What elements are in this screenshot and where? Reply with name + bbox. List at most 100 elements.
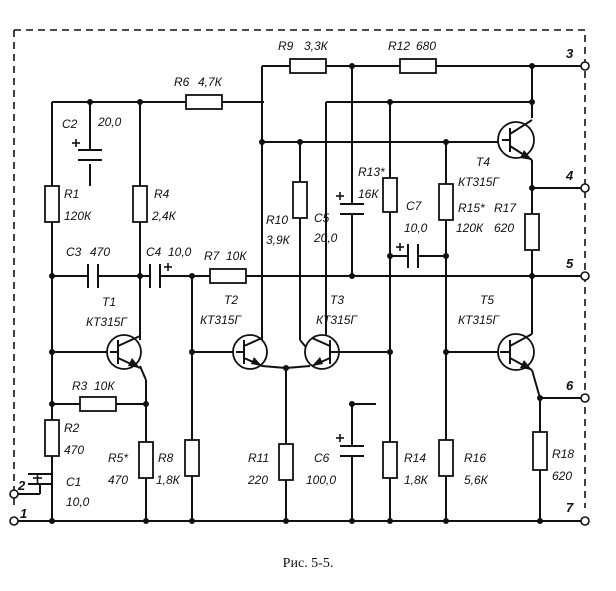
t4-type: КТ315Г — [458, 175, 500, 189]
t5-ref: T5 — [480, 293, 494, 307]
c1-symbol — [28, 473, 52, 494]
terminal-7-label: 7 — [566, 500, 574, 515]
terminal-2-label: 2 — [17, 478, 26, 493]
r13-ref: R13* — [358, 165, 385, 179]
t3-type: КТ315Г — [316, 313, 358, 327]
c2-value: 20,0 — [97, 115, 122, 129]
terminal-5-label: 5 — [566, 256, 574, 271]
c5-symbol — [336, 192, 364, 215]
r18-ref: R18 — [552, 447, 574, 461]
r15-ref: R15* — [458, 201, 485, 215]
c1-ref: C1 — [66, 475, 81, 489]
terminal-3-label: 3 — [566, 46, 574, 61]
r1-ref: R1 — [64, 187, 79, 201]
transistor-symbols — [106, 119, 535, 371]
c2-ref: C2 — [62, 117, 78, 131]
r8-value: 1,8К — [156, 473, 181, 487]
junction-dots — [49, 63, 543, 524]
wires — [14, 65, 585, 522]
c3-ref: C3 — [66, 245, 82, 259]
c6-value: 100,0 — [306, 473, 336, 487]
enclosure-border — [13, 29, 586, 508]
r2-body — [44, 419, 60, 457]
r14-value: 1,8К — [404, 473, 429, 487]
c4-symbol — [149, 263, 172, 288]
c7-symbol — [396, 243, 419, 268]
terminal-7 — [580, 516, 590, 526]
c3-symbol — [87, 264, 99, 288]
r1-body — [44, 185, 60, 223]
r17-ref: R17 — [494, 201, 517, 215]
terminal-6-label: 6 — [566, 378, 574, 393]
r13-body — [382, 177, 398, 213]
r18-value: 620 — [552, 469, 572, 483]
r14-ref: R14 — [404, 451, 426, 465]
r10-value: 3,9К — [266, 233, 291, 247]
r16-value: 5,6К — [464, 473, 489, 487]
terminal-4 — [580, 183, 590, 193]
c7-value: 10,0 — [404, 221, 428, 235]
c7-ref: C7 — [406, 199, 423, 213]
r3-value: 10К — [94, 379, 115, 393]
r8-body — [184, 439, 200, 477]
r6-ref: R6 — [174, 75, 190, 89]
r3-body — [79, 396, 117, 412]
r15-body — [438, 183, 454, 221]
r16-ref: R16 — [464, 451, 486, 465]
r1-value: 120К — [64, 209, 92, 223]
c4-ref: C4 — [146, 245, 162, 259]
r13-value: 16К — [358, 187, 379, 201]
t4-ref: T4 — [476, 155, 490, 169]
terminal-1 — [9, 516, 19, 526]
r16-body — [438, 439, 454, 477]
terminal-6 — [580, 393, 590, 403]
circuit-schematic: 1 2 3 4 5 6 7 R1 120К R2 470 R3 10К R4 2… — [9, 29, 590, 526]
terminal-5 — [580, 271, 590, 281]
r4-body — [132, 185, 148, 223]
component-labels: R1 120К R2 470 R3 10К R4 2,4К R5* 470 R6… — [62, 39, 574, 509]
c6-ref: C6 — [314, 451, 330, 465]
r5-ref: R5* — [108, 451, 128, 465]
t5-symbol — [497, 333, 535, 371]
t5-type: КТ315Г — [458, 313, 500, 327]
r7-value: 10К — [226, 249, 247, 263]
r6-body — [185, 94, 223, 110]
r11-ref: R11 — [248, 451, 269, 465]
c4-value: 10,0 — [168, 245, 192, 259]
c5-ref: C5 — [314, 211, 330, 225]
t2-ref: T2 — [224, 293, 238, 307]
r17-body — [524, 213, 540, 251]
r12-ref: R12 — [388, 39, 410, 53]
r9-body — [289, 58, 327, 74]
t3-ref: T3 — [330, 293, 344, 307]
r12-value: 680 — [416, 39, 436, 53]
r3-ref: R3 — [72, 379, 88, 393]
r7-body — [209, 268, 247, 284]
r8-ref: R8 — [158, 451, 174, 465]
c3-value: 470 — [90, 245, 110, 259]
t1-symbol — [106, 334, 142, 370]
r9-value: 3,3К — [304, 39, 329, 53]
r2-value: 470 — [64, 443, 84, 457]
r4-ref: R4 — [154, 187, 170, 201]
terminal-3 — [580, 61, 590, 71]
r9-ref: R9 — [278, 39, 294, 53]
terminal-1-label: 1 — [20, 506, 27, 521]
r18-body — [532, 431, 548, 471]
r15-value: 120К — [456, 221, 484, 235]
r6-value: 4,7К — [198, 75, 223, 89]
t2-symbol — [232, 334, 268, 370]
r10-body — [292, 181, 308, 219]
terminal-2 — [9, 489, 19, 499]
capacitor-plates — [28, 139, 419, 494]
c5-value: 20,0 — [313, 231, 338, 245]
terminal-4-label: 4 — [565, 168, 574, 183]
r17-value: 620 — [494, 221, 514, 235]
t3-symbol — [304, 334, 340, 370]
c1-value: 10,0 — [66, 495, 90, 509]
t1-ref: T1 — [102, 295, 116, 309]
r11-value: 220 — [247, 473, 268, 487]
r4-value: 2,4К — [151, 209, 177, 223]
r14-body — [382, 441, 398, 479]
r5-body — [138, 441, 154, 479]
